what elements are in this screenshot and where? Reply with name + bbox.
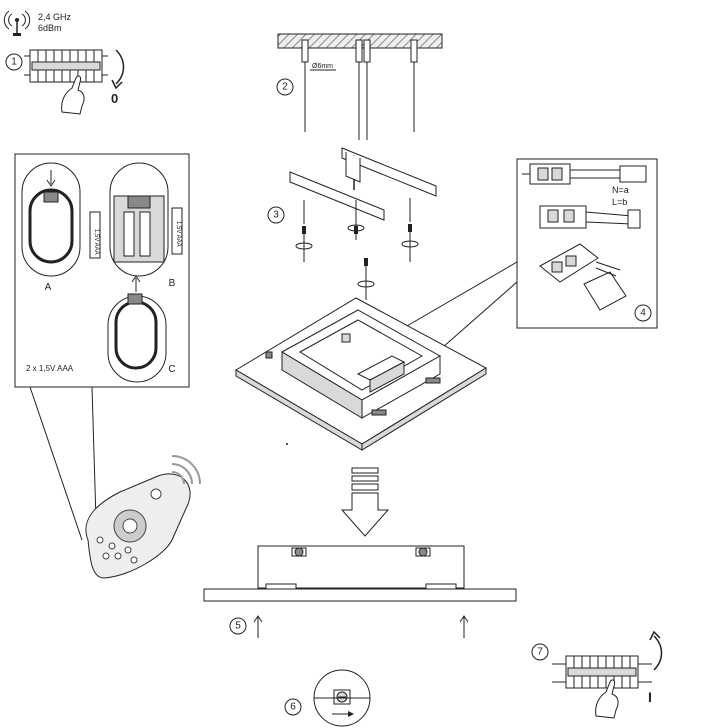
- step-3-marker: 3: [267, 206, 285, 224]
- view-c-label: C: [168, 364, 175, 375]
- signal-frequency: 2,4 GHz: [38, 12, 72, 22]
- step-1-marker: 1: [5, 53, 23, 71]
- screw: [347, 222, 365, 240]
- remote-view-c: [107, 275, 167, 383]
- battery-label-left: 1,5V AAA: [93, 229, 99, 255]
- dot-marker: [286, 443, 288, 445]
- mounting-bracket: [289, 147, 437, 226]
- screw: [357, 258, 375, 300]
- panel-side-view: [203, 545, 517, 638]
- remote-view-a: [21, 162, 81, 277]
- wall-anchor: [355, 39, 371, 140]
- remote-control: [85, 473, 191, 579]
- screw-head: [291, 547, 307, 557]
- rotate-arrow-icon: [111, 49, 125, 90]
- step-7-label: 7: [537, 647, 543, 658]
- antenna-icon: [3, 10, 31, 36]
- step-4-marker: 4: [634, 304, 652, 322]
- hand-icon: [61, 75, 85, 115]
- signal-power: 6dBm: [38, 23, 62, 33]
- remote-view-b: [89, 162, 183, 277]
- screw-head: [415, 547, 431, 557]
- battery-note: 2 x 1,5V AAA: [26, 364, 74, 373]
- step-6-label: 6: [290, 702, 296, 713]
- step-2-label: 2: [282, 82, 288, 93]
- screw-detail: [313, 669, 371, 727]
- step-7-marker: 7: [531, 643, 549, 661]
- step-6-marker: 6: [284, 698, 302, 716]
- wiring-live: L=b: [612, 197, 627, 207]
- terminal-block-icon: [552, 655, 652, 689]
- wiring-neutral: N=a: [612, 185, 629, 195]
- switch-off-symbol: 0: [111, 91, 118, 106]
- terminal-block-icon: [24, 49, 108, 83]
- drill-diameter: Ø6mm: [312, 63, 333, 70]
- step-5-marker: 5: [229, 617, 247, 635]
- step-3-label: 3: [273, 210, 279, 221]
- remote-detail-box: A 1,5V AAA 1,5V AAA B C 2 x 1,5V AAA: [14, 153, 190, 388]
- switch-on-symbol: I: [648, 689, 652, 705]
- view-a-label: A: [45, 282, 52, 293]
- down-arrow-icon: [340, 467, 390, 537]
- step-2-marker: 2: [276, 78, 294, 96]
- wall-anchor: [301, 39, 309, 132]
- step-4-label: 4: [640, 308, 646, 319]
- signal-waves-icon: [171, 455, 201, 485]
- battery-label-right: 1,5V AAA: [175, 221, 181, 247]
- wall-anchor: [410, 39, 418, 132]
- rotate-arrow-icon: [649, 630, 663, 671]
- screw: [401, 224, 419, 262]
- hand-icon: [595, 679, 619, 719]
- led-panel: [235, 297, 488, 451]
- wiring-detail-box: [516, 158, 658, 329]
- step-5-label: 5: [235, 621, 241, 632]
- view-b-label: B: [169, 278, 176, 289]
- step-1-label: 1: [11, 57, 17, 68]
- screw: [295, 226, 313, 262]
